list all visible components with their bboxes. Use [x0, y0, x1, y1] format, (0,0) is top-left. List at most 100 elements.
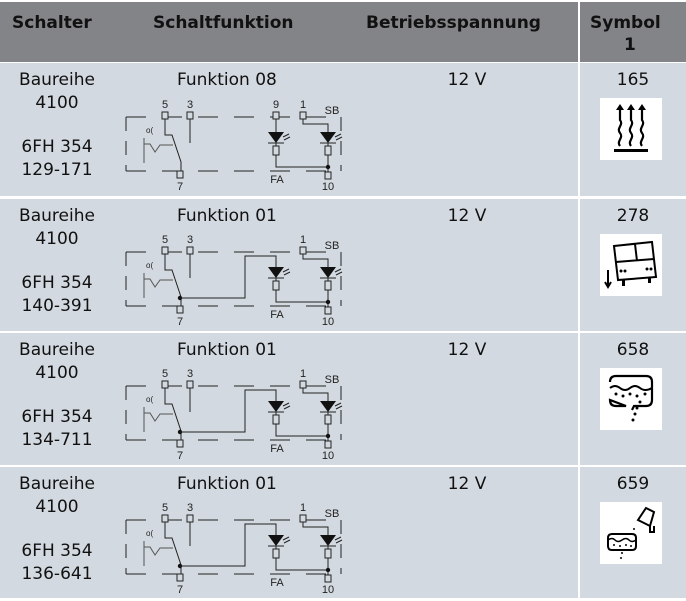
terminal-1: [299, 111, 307, 120]
terminal-5: [161, 246, 169, 255]
terminal-label-7: 7: [177, 584, 183, 596]
table-row: Baureihe 4100 6FH 354 140-391 Funktion 0…: [0, 199, 686, 331]
terminal-10: [324, 171, 332, 180]
terminal-label-1: 1: [300, 234, 306, 246]
label-fa: FA: [270, 443, 284, 455]
series-label: Baureihe: [19, 474, 95, 494]
switch-actuator: [143, 407, 173, 432]
label-actuator: o(: [146, 126, 153, 135]
terminal-label-5: 5: [162, 368, 168, 380]
header-symbol: Symbol: [590, 13, 661, 33]
housing-outline: [126, 116, 341, 172]
terminal-label-1: 1: [300, 368, 306, 380]
row-divider: [0, 196, 686, 198]
function-label: Funktion 01: [177, 474, 277, 494]
part-number-suffix: 140-391: [21, 296, 93, 316]
function-label: Funktion 08: [177, 70, 277, 90]
circuit-diagram: 5 3 7 1 10 SB FA o(: [125, 502, 343, 596]
terminal-label-10: 10: [322, 181, 334, 193]
label-sb: SB: [325, 105, 340, 117]
label-fa: FA: [270, 309, 284, 321]
part-number-suffix: 129-171: [21, 160, 93, 180]
label-sb: SB: [325, 374, 340, 386]
part-number-suffix: 136-641: [21, 564, 93, 584]
header-schaltfunktion: Schaltfunktion: [153, 13, 294, 33]
terminal-7: [176, 170, 184, 179]
terminal-label-5: 5: [162, 99, 168, 111]
terminal-label-9: 9: [273, 99, 279, 111]
terminal-label-3: 3: [187, 99, 193, 111]
terminal-label-10: 10: [322, 316, 334, 328]
terminal-label-5: 5: [162, 234, 168, 246]
tank-fill-icon: [607, 506, 656, 559]
symbol-number: 658: [616, 340, 650, 360]
terminal-label-7: 7: [177, 181, 183, 193]
label-actuator: o(: [146, 529, 153, 538]
bus-lowering-icon: [604, 240, 658, 289]
symbol-image: [600, 502, 662, 564]
header-betriebsspannung: Betriebsspannung: [366, 13, 541, 33]
terminal-3: [186, 246, 194, 255]
series-number: 4100: [35, 363, 79, 383]
led-symbol: [320, 535, 336, 546]
symbol-number: 659: [616, 474, 650, 494]
terminal-label-5: 5: [162, 502, 168, 514]
symbol-number: 165: [616, 70, 650, 90]
series-number: 4100: [35, 497, 79, 517]
terminal-label-10: 10: [322, 584, 334, 596]
terminal-5: [161, 380, 169, 389]
voltage: 12 V: [447, 474, 487, 494]
switch-contact: [164, 388, 191, 440]
led-symbol: [320, 401, 336, 412]
table-row: Baureihe 4100 6FH 354 134-711 Funktion 0…: [0, 333, 686, 465]
terminal-3: [186, 380, 194, 389]
led-symbol: [268, 401, 284, 412]
terminal-label-7: 7: [177, 450, 183, 462]
header-schalter: Schalter: [12, 13, 92, 33]
led-symbol: [320, 132, 336, 143]
row-divider: [0, 465, 686, 467]
terminal-label-7: 7: [177, 316, 183, 328]
led-symbol: [268, 267, 284, 278]
table-header: Schalter Schaltfunktion Betriebsspannung…: [0, 2, 686, 62]
header-symbol-number: 1: [624, 35, 636, 55]
terminal-label-1: 1: [300, 502, 306, 514]
row-divider: [0, 331, 686, 333]
voltage: 12 V: [447, 340, 487, 360]
switch-actuator: [143, 541, 173, 566]
switch-contact: [164, 254, 191, 306]
terminal-1: [299, 246, 307, 255]
terminal-7: [176, 573, 184, 582]
symbol-number: 278: [616, 206, 650, 226]
part-number: 6FH 354: [21, 407, 93, 427]
series-label: Baureihe: [19, 206, 95, 226]
label-actuator: o(: [146, 261, 153, 270]
table-row: Baureihe 4100 6FH 354 136-641 Funktion 0…: [0, 467, 686, 598]
column-divider: [578, 2, 580, 598]
function-label: Funktion 01: [177, 206, 277, 226]
part-number: 6FH 354: [21, 137, 93, 157]
series-number: 4100: [35, 93, 79, 113]
part-number-suffix: 134-711: [21, 430, 93, 450]
heat-icon: [614, 104, 648, 152]
series-label: Baureihe: [19, 340, 95, 360]
terminal-label-3: 3: [187, 502, 193, 514]
terminal-5: [161, 111, 169, 120]
terminal-10: [324, 306, 332, 315]
function-label: Funktion 01: [177, 340, 277, 360]
terminal-10: [324, 440, 332, 449]
voltage: 12 V: [447, 70, 487, 90]
symbol-image: [600, 98, 662, 160]
table-row: Baureihe 4100 6FH 354 129-171 Funktion 0…: [0, 63, 686, 196]
switch-contact: [164, 119, 191, 171]
terminal-7: [176, 439, 184, 448]
switch-actuator: [143, 138, 173, 163]
terminal-3: [186, 514, 194, 523]
label-sb: SB: [325, 508, 340, 520]
series-label: Baureihe: [19, 70, 95, 90]
tank-drain-icon: [608, 374, 654, 422]
label-fa: FA: [270, 577, 284, 589]
symbol-image: [600, 368, 662, 430]
